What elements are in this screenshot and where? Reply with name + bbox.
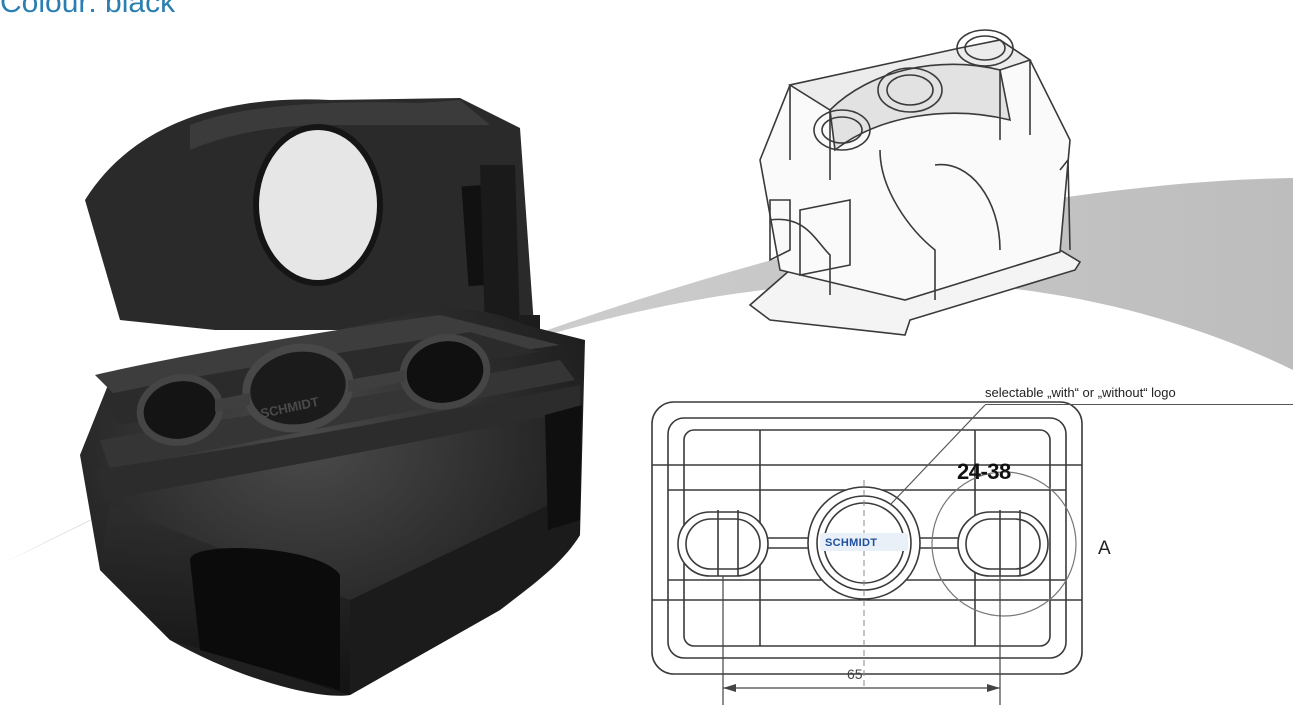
clamp-3d-drawing: [748, 29, 1082, 336]
size-marking: 24-38: [957, 459, 1011, 484]
clamp-top-view-drawing: [651, 401, 1083, 705]
drawing-logo-text: SCHMIDT: [825, 537, 878, 549]
logo-callout-label: selectable „with“ or „without“ logo: [985, 385, 1176, 400]
callout-underline: [985, 404, 1293, 405]
page-heading: Colour: black: [0, 0, 176, 19]
black-cable-clamp-photo: [80, 98, 585, 696]
logo-badge: [820, 533, 908, 551]
detail-marker-label: A: [1098, 538, 1111, 559]
dimension-label: 65: [847, 666, 863, 682]
